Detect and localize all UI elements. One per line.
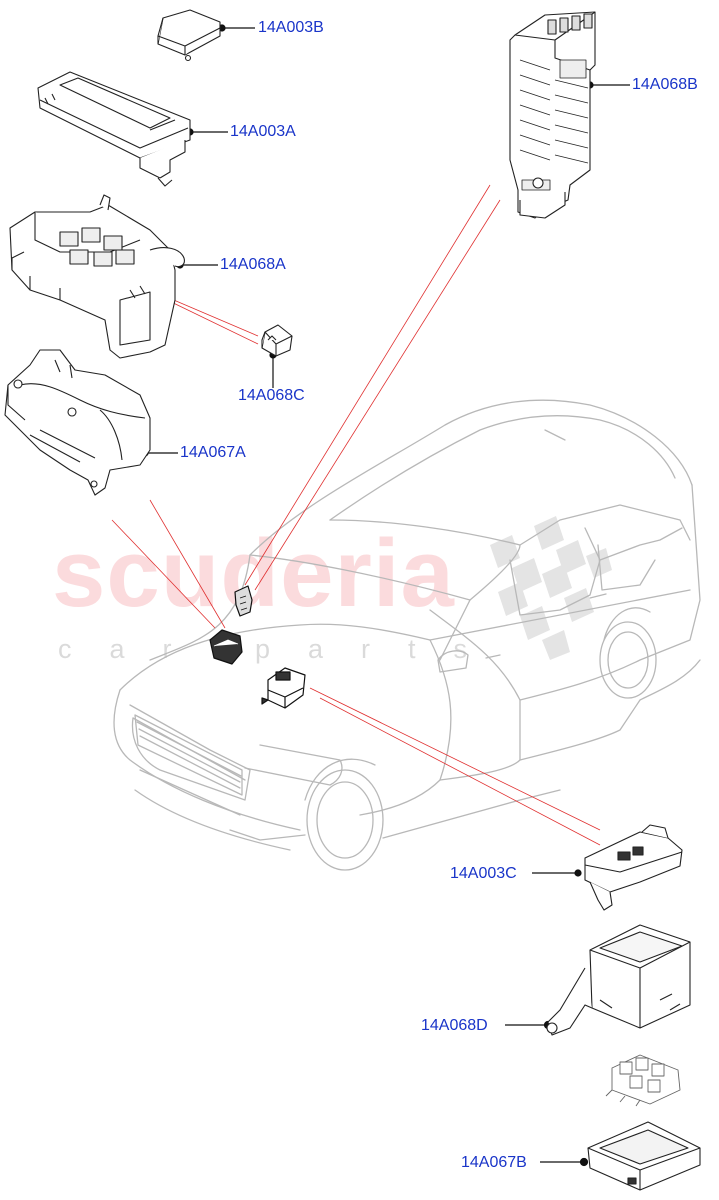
part-14A003A-drawing[interactable] [37, 71, 191, 187]
leader-line [244, 184, 491, 586]
part-14A068C-drawing[interactable] [261, 324, 293, 357]
part-14A067B-drawing[interactable] [587, 1121, 701, 1191]
part-14A003B-drawing[interactable] [157, 9, 221, 62]
label-14A068D[interactable]: 14A068D [421, 1017, 488, 1034]
leader-line [309, 687, 601, 831]
leader-line [254, 199, 501, 591]
label-14A068C[interactable]: 14A068C [238, 387, 305, 404]
part-14A068D-drawing[interactable] [546, 924, 691, 1036]
label-14A003A[interactable]: 14A003A [230, 123, 296, 140]
leader-line [111, 519, 216, 629]
vehicle-outline [113, 399, 701, 871]
leader-line [149, 499, 226, 629]
label-14A003C[interactable]: 14A003C [450, 865, 517, 882]
label-14A067B[interactable]: 14A067B [461, 1154, 527, 1171]
installed-junction-box [261, 667, 306, 709]
leader-line [319, 697, 601, 846]
part-14A003C-drawing[interactable] [584, 824, 683, 911]
label-14A067A[interactable]: 14A067A [180, 444, 246, 461]
installed-relay [234, 585, 253, 617]
label-14A068A[interactable]: 14A068A [220, 256, 286, 273]
label-14A068B[interactable]: 14A068B [632, 76, 698, 93]
label-14A003B[interactable]: 14A003B [258, 19, 324, 36]
part-14A068A-drawing[interactable] [9, 194, 185, 359]
part-14A068B-drawing[interactable] [509, 11, 596, 219]
watermark-tagline: car parts [58, 634, 506, 664]
relay-cluster-drawing [605, 1054, 681, 1107]
part-14A067A-drawing[interactable] [4, 349, 151, 496]
checkered-flag-watermark [490, 516, 612, 660]
leader-lines [111, 184, 601, 846]
watermark-brand: scuderia [52, 520, 455, 627]
installed-fuse-module [209, 629, 243, 665]
installed-parts [209, 585, 306, 709]
